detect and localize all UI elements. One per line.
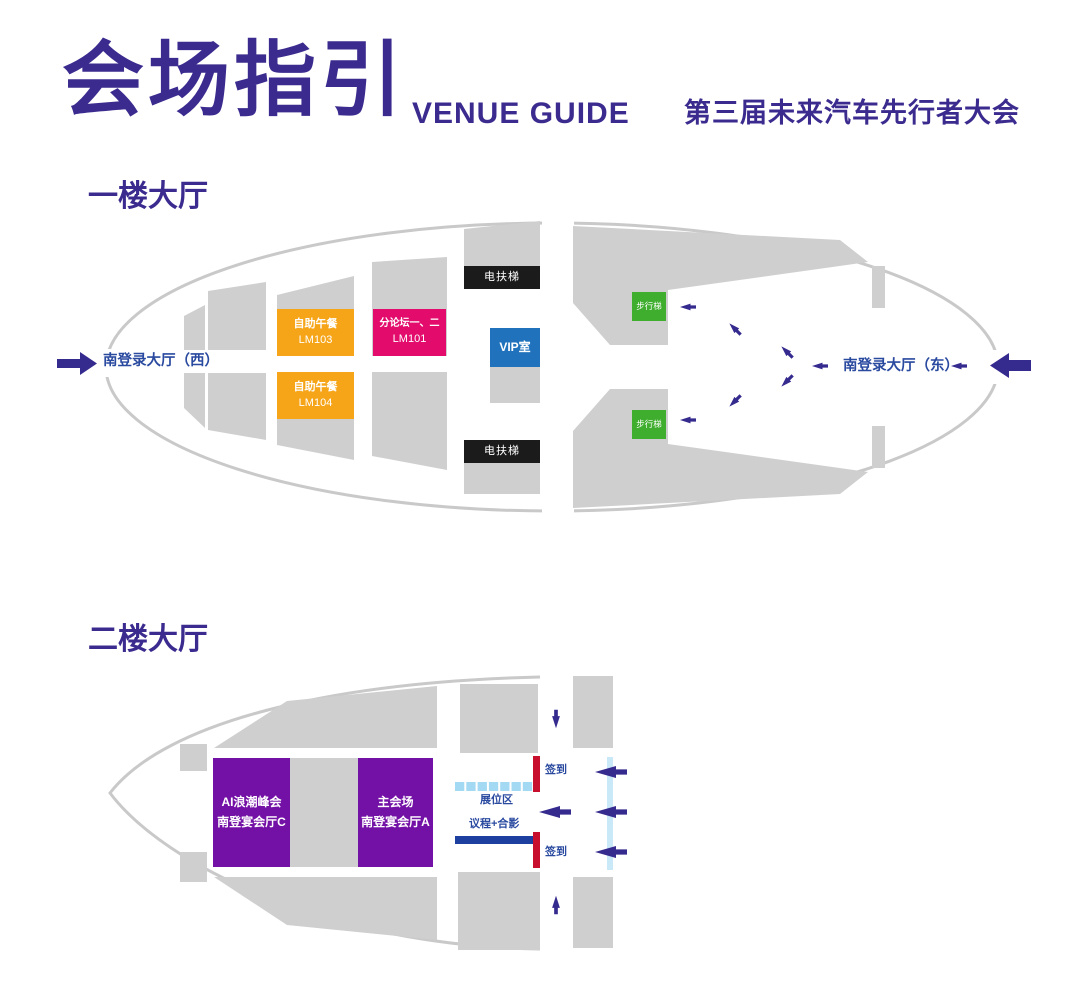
- floor2-bottom-band-center: [458, 872, 540, 950]
- room-main-venue-hall-a: 主会场 南登宴会厅A: [358, 758, 433, 867]
- floor2-top-band-center: [460, 684, 538, 753]
- arrow-down-icon: [552, 709, 560, 729]
- floor1-tail-block-top: [184, 305, 205, 350]
- stairs-bottom-label: 步行梯: [636, 419, 662, 430]
- floor1-center-block-top: [464, 221, 540, 266]
- room-ai-summit-hall-c: AI浪潮峰会 南登宴会厅C: [213, 758, 290, 867]
- booth-area-strip: [455, 782, 533, 791]
- arrow-left-icon: [539, 806, 571, 818]
- arrow-left-icon: [595, 806, 627, 818]
- floor1-column-c-bottom: [372, 372, 447, 470]
- floor2-center-block: [290, 758, 358, 867]
- booth-area-label: 展位区: [480, 794, 513, 806]
- room-lunch-lm103-code: LM103: [298, 333, 333, 346]
- escalator-bottom-label: 电扶梯: [484, 444, 520, 457]
- room-lunch-lm103: 自助午餐 LM103: [277, 309, 354, 356]
- floor2-bottom-band-right: [573, 877, 613, 948]
- room-forum-lm101-name: 分论坛一、二: [379, 318, 440, 330]
- page-title-en: VENUE GUIDE: [412, 97, 630, 130]
- floor2-top-band-right: [573, 676, 613, 748]
- checkin-bar-top: [533, 756, 540, 792]
- checkin-bottom-label: 签到: [545, 846, 567, 858]
- floor2-top-band-left: [214, 686, 437, 748]
- room-forum-lm101-code: LM101: [392, 332, 427, 345]
- floor1-wing-a-top: [208, 282, 266, 350]
- checkin-top-label: 签到: [545, 764, 567, 776]
- floor2-left-block-bottom: [180, 852, 207, 882]
- floor1-east-strip-bottom: [872, 426, 885, 468]
- stairs-top-box: 步行梯: [632, 292, 666, 321]
- floor2-left-block-top: [180, 744, 207, 771]
- room-main-venue-hall: 南登宴会厅A: [361, 814, 430, 829]
- east-entrance-label: 南登录大厅（东）: [843, 358, 959, 374]
- room-lunch-lm104-code: LM104: [298, 396, 333, 409]
- room-ai-summit-hall: 南登宴会厅C: [217, 814, 286, 829]
- floor1-vip-under-block: [490, 367, 540, 403]
- floor1-wing-a-bottom: [208, 373, 266, 440]
- room-lunch-lm104-name: 自助午餐: [293, 380, 338, 393]
- page-title: 会场指引: [62, 35, 407, 126]
- east-entrance-arrow-left-icon: [990, 353, 1031, 378]
- floor1-west-entrance-gap: [96, 349, 214, 377]
- stairs-bottom-box: 步行梯: [632, 410, 666, 439]
- room-main-venue-name: 主会场: [377, 795, 414, 810]
- floor1-east-strip-top: [872, 266, 885, 308]
- arrow-left-icon: [595, 766, 627, 778]
- floor2-bottom-band-left: [214, 877, 437, 940]
- room-vip: VIP室: [490, 328, 540, 367]
- escalator-top-label: 电扶梯: [484, 270, 520, 283]
- event-name: 第三届未来汽车先行者大会: [684, 98, 1020, 128]
- floor1-section-label: 一楼大厅: [88, 180, 208, 213]
- room-vip-label: VIP室: [499, 339, 531, 354]
- stairs-top-label: 步行梯: [636, 301, 662, 312]
- floor1-bottom-corridor-gap: [542, 494, 574, 524]
- arrow-left-icon: [595, 846, 627, 858]
- floor1-center-block-bottom: [464, 463, 540, 494]
- west-entrance-label: 南登录大厅（西）: [103, 353, 219, 369]
- room-lunch-lm103-name: 自助午餐: [293, 317, 338, 330]
- agenda-photo-label: 议程+合影: [469, 818, 520, 830]
- room-ai-summit-name: AI浪潮峰会: [221, 795, 282, 810]
- floor2-structures: [180, 676, 613, 950]
- west-entrance-arrow-right-icon: [57, 352, 97, 375]
- floor1-tail-block-bottom: [184, 373, 205, 428]
- floor1-top-corridor-gap: [542, 212, 574, 242]
- agenda-photo-bar: [455, 836, 533, 844]
- floor2-section-label: 二楼大厅: [88, 623, 208, 656]
- escalator-bottom-box: 电扶梯: [464, 440, 540, 463]
- checkin-bar-bottom: [533, 832, 540, 868]
- arrow-up-icon: [552, 895, 560, 915]
- room-lunch-lm104: 自助午餐 LM104: [277, 372, 354, 419]
- room-forum-lm101: 分论坛一、二 LM101: [373, 309, 446, 356]
- floor1-arrows: [57, 303, 1031, 424]
- escalator-top-box: 电扶梯: [464, 266, 540, 289]
